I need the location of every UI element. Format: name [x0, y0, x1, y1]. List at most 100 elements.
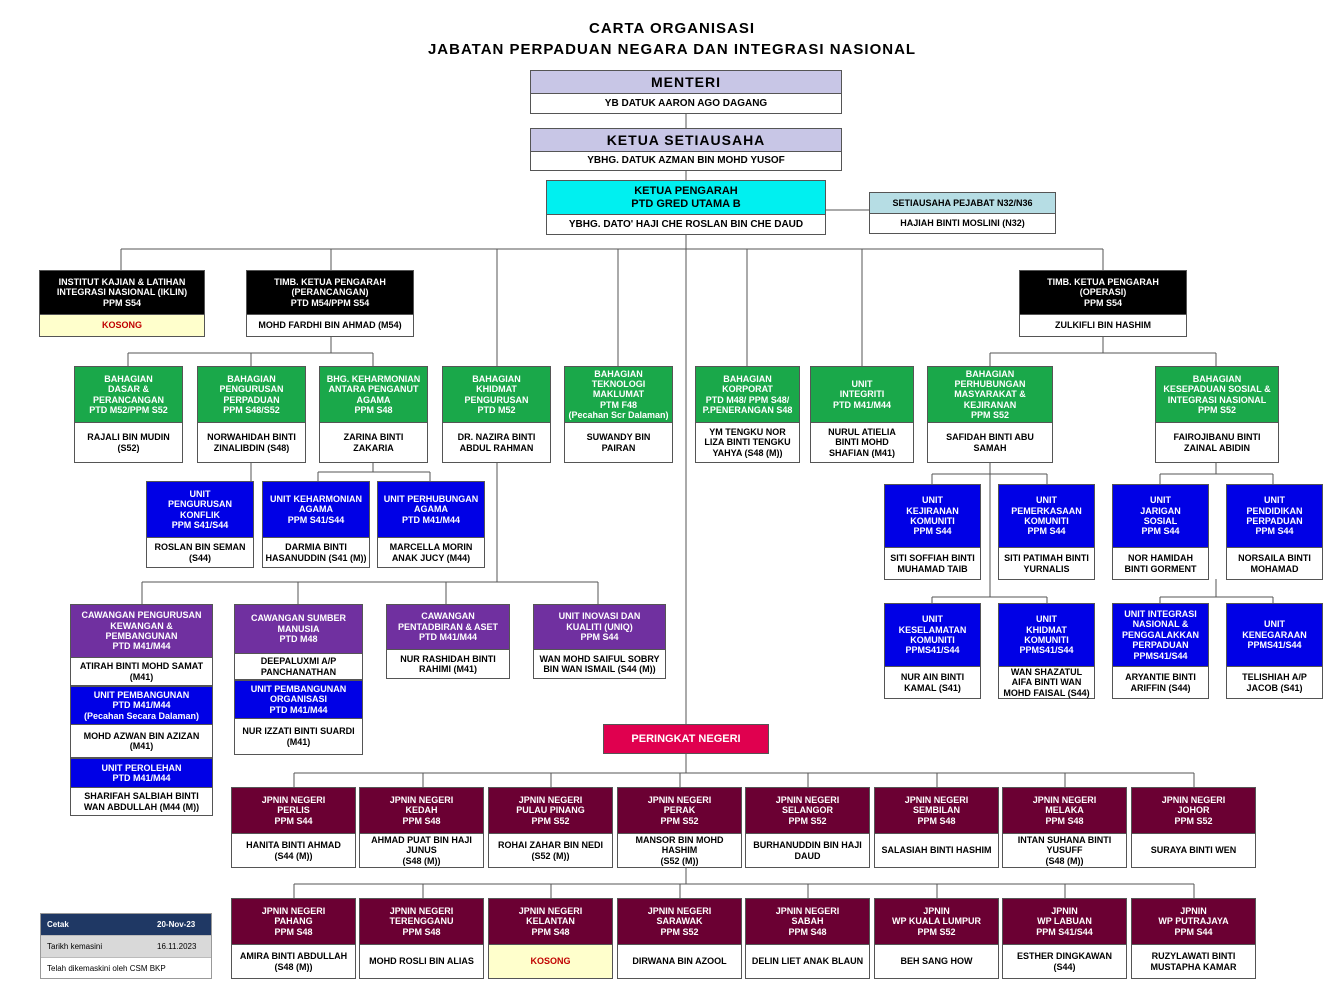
box-title: JPNIN NEGERI JOHOR PPM S52: [1132, 788, 1255, 833]
box-title: TIMB. KETUA PENGARAH (OPERASI) PPM S54: [1020, 271, 1186, 314]
box-title: JPNIN NEGERI KELANTAN PPM S48: [489, 899, 612, 944]
officer-name: NURUL ATIELIA BINTI MOHD SHAFIAN (M41): [811, 422, 913, 462]
officer-name: NORSAILA BINTI MOHAMAD: [1227, 547, 1322, 579]
officer-name: MARCELLA MORIN ANAK JUCY (M44): [378, 537, 484, 567]
box-title: UNIT KHIDMAT KOMUNITI PPMS41/S44: [999, 604, 1094, 666]
org-box-b-dasar: BAHAGIAN DASAR & PERANCANGAN PTD M52/PPM…: [74, 366, 183, 463]
officer-name: WAN SHAZATUL AIFA BINTI WAN MOHD FAISAL …: [999, 666, 1094, 698]
officer-name: YM TENGKU NOR LIZA BINTI TENGKU YAHYA (S…: [696, 422, 799, 462]
box-title: UNIT JARIGAN SOSIAL PPM S44: [1113, 485, 1208, 547]
officer-name: TELISHIAH A/P JACOB (S41): [1227, 666, 1322, 698]
box-title: UNIT KESELAMATAN KOMUNITI PPMS41/S44: [885, 604, 980, 666]
box-title: JPNIN WP PUTRAJAYA PPM S44: [1132, 899, 1255, 944]
box-title: KETUA PENGARAH PTD GRED UTAMA B: [547, 181, 825, 214]
box-title: UNIT PENDIDIKAN PERPADUAN PPM S44: [1227, 485, 1322, 547]
org-box-iklin: INSTITUT KAJIAN & LATIHAN INTEGRASI NASI…: [39, 270, 205, 337]
chart-subtitle: JABATAN PERPADUAN NEGARA DAN INTEGRASI N…: [427, 41, 917, 58]
box-title: UNIT INOVASI DAN KUALITI (UNIQ) PPM S44: [534, 605, 665, 649]
officer-name: DR. NAZIRA BINTI ABDUL RAHMAN: [443, 422, 550, 462]
officer-name: SHARIFAH SALBIAH BINTI WAN ABDULLAH (M44…: [71, 787, 212, 815]
officer-name: NUR AIN BINTI KAMAL (S41): [885, 666, 980, 698]
update-note: Telah dikemaskini oleh CSM BKP: [47, 964, 166, 973]
org-box-tkp-p: TIMB. KETUA PENGARAH (PERANCANGAN) PTD M…: [246, 270, 414, 337]
officer-name: FAIROJIBANU BINTI ZAINAL ABIDIN: [1156, 422, 1278, 462]
box-title: BAHAGIAN PENGURUSAN PERPADUAN PPM S48/S5…: [198, 367, 305, 422]
officer-name: SURAYA BINTI WEN: [1132, 833, 1255, 867]
box-title: JPNIN NEGERI PERAK PPM S52: [618, 788, 741, 833]
officer-name: YBHG. DATUK AZMAN BIN MOHD YUSOF: [531, 151, 841, 170]
officer-name: DARMIA BINTI HASANUDDIN (S41 (M)): [263, 537, 369, 567]
officer-name: MOHD AZWAN BIN AZIZAN (M41): [71, 724, 212, 757]
box-title: JPNIN NEGERI TERENGGANU PPM S48: [360, 899, 483, 944]
officer-name: AHMAD PUAT BIN HAJI JUNUS (S48 (M)): [360, 833, 483, 867]
officer-name: HAJIAH BINTI MOSLINI (N32): [870, 213, 1055, 233]
box-title: UNIT INTEGRITI PTD M41/M44: [811, 367, 913, 422]
officer-name: INTAN SUHANA BINTI YUSUFF (S48 (M)): [1003, 833, 1126, 867]
officer-name: YB DATUK AARON AGO DAGANG: [531, 93, 841, 113]
box-title: UNIT PEMBANGUNAN PTD M41/M44 (Pecahan Se…: [71, 687, 212, 724]
box-title: UNIT PERHUBUNGAN AGAMA PTD M41/M44: [378, 482, 484, 537]
officer-name: NORWAHIDAH BINTI ZINALIBDIN (S48): [198, 422, 305, 462]
box-title: JPNIN NEGERI MELAKA PPM S48: [1003, 788, 1126, 833]
org-box-b-perp: BAHAGIAN PENGURUSAN PERPADUAN PPM S48/S5…: [197, 366, 306, 463]
box-title: CAWANGAN SUMBER MANUSIA PTD M48: [235, 605, 362, 653]
box-title: BAHAGIAN KESEPADUAN SOSIAL & INTEGRASI N…: [1156, 367, 1278, 422]
officer-name: YBHG. DATO' HAJI CHE ROSLAN BIN CHE DAUD: [547, 214, 825, 234]
officer-name: HANITA BINTI AHMAD (S44 (M)): [232, 833, 355, 867]
officer-name: SALASIAH BINTI HASHIM: [875, 833, 998, 867]
box-title: JPNIN NEGERI SARAWAK PPM S52: [618, 899, 741, 944]
box-title: UNIT PENGURUSAN KONFLIK PPM S41/S44: [147, 482, 253, 537]
box-title: UNIT PEMBANGUNAN ORGANISASI PTD M41/M44: [235, 681, 362, 718]
print-date: 20-Nov-23: [157, 920, 196, 929]
box-title: UNIT KENEGARAAN PPMS41/S44: [1227, 604, 1322, 666]
org-box-u-ing: UNIT INTEGRASI NASIONAL & PENGGALAKKAN P…: [1112, 603, 1209, 699]
box-title: INSTITUT KAJIAN & LATIHAN INTEGRASI NASI…: [40, 271, 204, 314]
box-title: JPNIN NEGERI PERLIS PPM S44: [232, 788, 355, 833]
officer-name: ARYANTIE BINTI ARIFFIN (S44): [1113, 666, 1208, 698]
officer-name: DIRWANA BIN AZOOL: [618, 944, 741, 978]
box-title: BAHAGIAN KORPORAT PTD M48/ PPM S48/ P.PE…: [696, 367, 799, 422]
officer-name: AMIRA BINTI ABDULLAH (S48 (M)): [232, 944, 355, 978]
org-box-u-pemb1: UNIT PEMBANGUNAN PTD M41/M44 (Pecahan Se…: [70, 686, 213, 758]
box-title: JPNIN NEGERI PULAU PINANG PPM S52: [489, 788, 612, 833]
officer-name: ROHAI ZAHAR BIN NEDI (S52 (M)): [489, 833, 612, 867]
vacant-name: KOSONG: [40, 314, 204, 336]
box-title: UNIT KEHARMONIAN AGAMA PPM S41/S44: [263, 482, 369, 537]
box-title: JPNIN NEGERI SABAH PPM S48: [746, 899, 869, 944]
org-box-b-mas: BAHAGIAN PERHUBUNGAN MASYARAKAT & KEJIRA…: [927, 366, 1053, 463]
officer-name: SUWANDY BIN PAIRAN: [565, 422, 672, 462]
officer-name: BURHANUDDIN BIN HAJI DAUD: [746, 833, 869, 867]
box-title: JPNIN NEGERI SELANGOR PPM S52: [746, 788, 869, 833]
org-box-b-tm: BAHAGIAN TEKNOLOGI MAKLUMAT PTM F48 (Pec…: [564, 366, 673, 463]
officer-name: RAJALI BIN MUDIN (S52): [75, 422, 182, 462]
box-title: CAWANGAN PENGURUSAN KEWANGAN & PEMBANGUN…: [71, 605, 212, 657]
officer-name: DEEPALUXMI A/P PANCHANATHAN: [235, 653, 362, 679]
box-title: BAHAGIAN PERHUBUNGAN MASYARAKAT & KEJIRA…: [928, 367, 1052, 422]
print-info-table: Cetak 20-Nov-23 Tarikh kemasini 16.11.20…: [40, 913, 212, 979]
vacant-name: KOSONG: [489, 944, 612, 978]
